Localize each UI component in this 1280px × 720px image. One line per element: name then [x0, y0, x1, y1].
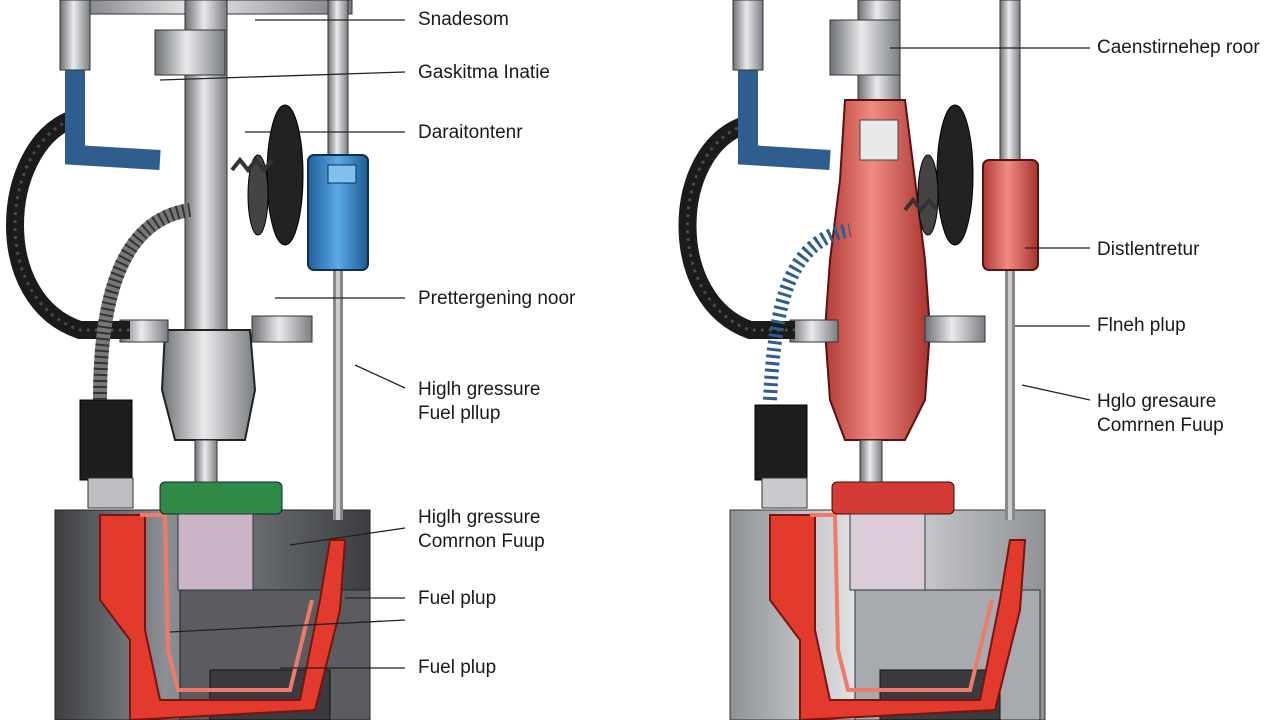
- label-fuel-pump-1: Fuel plup: [418, 588, 497, 609]
- label-prettergening-noor: Prettergening noor: [418, 288, 576, 309]
- label-gaskitma-inatie: Gaskitma Inatie: [418, 62, 550, 83]
- leader-lines: [159, 19, 1091, 669]
- label-snadesom: Snadesom: [418, 9, 509, 30]
- label-daraitontenr: Daraitontenr: [418, 122, 523, 143]
- right-assembly: [678, 0, 1046, 720]
- left-assembly: [6, 0, 371, 720]
- label-fuel-pump-2: Fuel plup: [418, 657, 497, 678]
- label-caenstirnehep-roor: Caenstirnehep roor: [1097, 37, 1260, 58]
- label-distlentretur: Distlentretur: [1097, 239, 1200, 260]
- label-flneh-plup: Flneh plup: [1097, 315, 1186, 336]
